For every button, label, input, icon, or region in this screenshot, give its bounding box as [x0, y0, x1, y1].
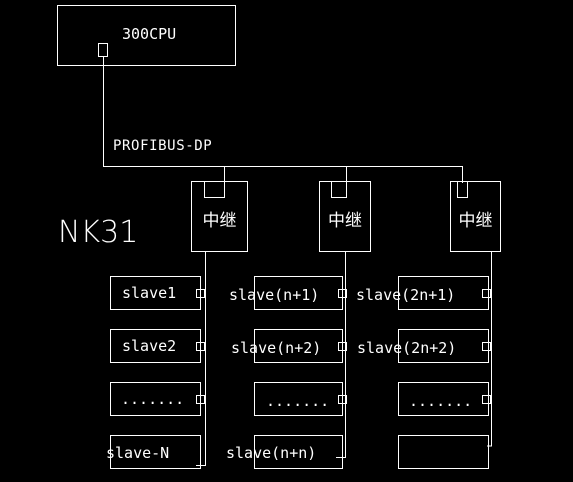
profibus-bus: PROFIBUS-DP	[103, 56, 463, 183]
slave-box	[254, 329, 343, 363]
bus-label: PROFIBUS-DP	[113, 138, 212, 154]
slave-port	[482, 289, 491, 298]
repeater-port	[331, 181, 347, 198]
slave-label: slave(n+n)	[226, 444, 316, 462]
slave-port	[338, 342, 347, 351]
cpu-dp-port	[98, 43, 108, 57]
slave-label: .......	[121, 390, 184, 408]
slave-label: slave1	[122, 284, 176, 302]
slave-box	[110, 435, 201, 469]
repeater-1: 中继	[191, 181, 248, 252]
slave-box-1-4: slave-N	[106, 435, 201, 469]
slave-box-2-3: .......	[254, 382, 347, 416]
slave-box	[254, 382, 343, 416]
slave-column-2: slave(n+1) slave(n+2) ....... slave(n+n)	[226, 251, 347, 469]
slave-label: slave2	[122, 337, 176, 355]
slave-label: .......	[409, 392, 472, 410]
repeater-label: 中继	[459, 211, 493, 231]
slave-port	[196, 395, 205, 404]
slave-box-3-2: slave(2n+2)	[357, 329, 491, 363]
station-label: NK31	[58, 215, 138, 250]
slave-box-2-4: slave(n+n)	[226, 435, 343, 469]
cpu-block: 300CPU	[57, 5, 236, 66]
slave-label: slave(2n+2)	[357, 339, 456, 357]
slave-box-1-1: slave1	[110, 276, 205, 310]
slave-box	[398, 435, 489, 469]
slave-box	[110, 382, 201, 416]
bus-line	[103, 56, 463, 183]
slave-port	[338, 395, 347, 404]
slave-box-1-2: slave2	[110, 329, 205, 363]
slave-box-3-3: .......	[398, 382, 491, 416]
slave-box-1-3: .......	[110, 382, 205, 416]
slave-box-3-1: slave(2n+1)	[356, 276, 491, 310]
slave-box	[110, 276, 201, 310]
repeater-2: 中继	[319, 181, 371, 252]
column-bus-line	[196, 251, 206, 466]
repeater-3: 中继	[450, 181, 501, 252]
slave-port	[482, 342, 491, 351]
slave-column-1: slave1 slave2 ....... slave-N	[106, 251, 206, 469]
slave-label: slave(2n+1)	[356, 286, 455, 304]
column-bus-line	[336, 251, 346, 458]
slave-label: .......	[266, 392, 329, 410]
slave-box	[254, 276, 343, 310]
slave-port	[196, 342, 205, 351]
slave-label: slave(n+2)	[231, 339, 321, 357]
slave-box-2-1: slave(n+1)	[229, 276, 347, 310]
repeater-box	[450, 181, 501, 252]
repeater-port	[457, 181, 468, 198]
cpu-label: 300CPU	[122, 25, 176, 43]
slave-box	[398, 382, 489, 416]
slave-box	[398, 329, 489, 363]
slave-box-2-2: slave(n+2)	[231, 329, 347, 363]
cpu-box	[57, 5, 236, 66]
slave-box	[254, 435, 343, 469]
slave-label: slave(n+1)	[229, 286, 319, 304]
slave-port	[482, 395, 491, 404]
slave-box	[110, 329, 201, 363]
slave-label: slave-N	[106, 444, 169, 462]
repeater-port	[204, 181, 225, 198]
slave-port	[338, 289, 347, 298]
slave-column-3: slave(2n+1) slave(2n+2) .......	[356, 251, 492, 469]
slave-port	[196, 289, 205, 298]
slave-box	[398, 276, 489, 310]
repeater-label: 中继	[328, 211, 362, 231]
slave-box-3-4	[398, 435, 489, 469]
repeater-label: 中继	[203, 211, 237, 231]
